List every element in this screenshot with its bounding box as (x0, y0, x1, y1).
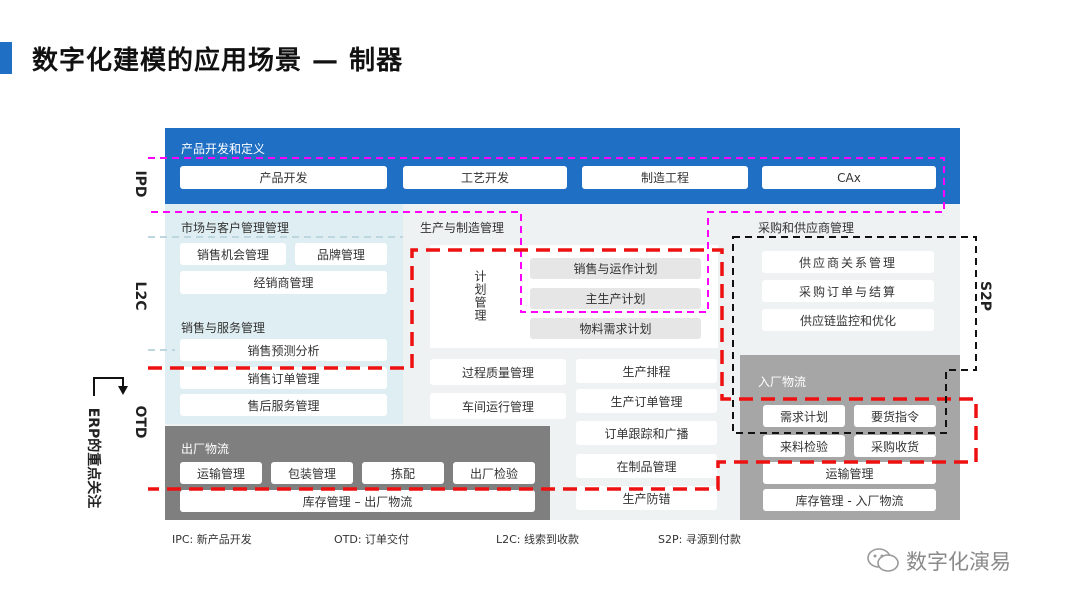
erp-focus-label: ERP的重点关注 (85, 407, 101, 509)
legend-otd: OTD: 订单交付 (334, 533, 410, 546)
title-accent-bar (0, 42, 12, 74)
sales-item-after-service: 售后服务管理 (180, 394, 387, 416)
production-item-quality: 过程质量管理 (430, 359, 566, 385)
sales-item-forecast: 销售预测分析 (180, 339, 387, 361)
purchase-item-po-settlement: 采购订单与结算 (762, 280, 934, 302)
ipd-title: 产品开发和定义 (181, 142, 266, 156)
inbound-item-transport: 运输管理 (763, 462, 936, 484)
inbound-item-demand-plan: 需求计划 (763, 405, 845, 427)
production-item-scheduling: 生产排程 (576, 359, 717, 383)
ipd-item-mfg-eng: 制造工程 (582, 166, 748, 189)
otd-arrow (93, 377, 124, 396)
legend-s2p: S2P: 寻源到付款 (658, 533, 741, 546)
wechat-icon (867, 548, 899, 572)
page-title: 数字化建模的应用场景 — 制器 (32, 46, 404, 76)
outbound-item-transport: 运输管理 (180, 462, 262, 484)
ipd-item-process-dev: 工艺开发 (403, 166, 567, 189)
inbound-item-call-off: 要货指令 (854, 405, 936, 427)
inbound-item-receiving: 采购收货 (854, 435, 936, 457)
l2c-side-label: L2C (132, 281, 148, 311)
ipd-item-cax: CAx (762, 166, 936, 189)
s2p-side-label: S2P (977, 280, 993, 312)
ipd-item-product-dev: 产品开发 (180, 166, 387, 189)
plan-label: 计划管理 (473, 270, 487, 322)
ipd-side-label: IPD (132, 170, 148, 198)
legend-ipc: IPC: 新产品开发 (172, 533, 252, 546)
outbound-item-packaging: 包装管理 (271, 462, 353, 484)
production-title: 生产与制造管理 (420, 221, 505, 235)
market-item-brand: 品牌管理 (295, 243, 387, 265)
otd-side-label: OTD (132, 405, 148, 439)
outbound-item-outgoing-inspection: 出厂检验 (453, 462, 535, 484)
production-item-wip: 在制品管理 (576, 454, 717, 478)
market-item-dealer: 经销商管理 (180, 271, 387, 294)
sales-item-order: 销售订单管理 (180, 367, 387, 389)
purchase-item-scm-monitor: 供应链监控和优化 (762, 309, 934, 331)
inbound-item-incoming-inspection: 来料检验 (763, 435, 845, 457)
production-item-order-tracking: 订单跟踪和广播 (576, 421, 717, 445)
market-panel (165, 204, 403, 424)
plan-item-mps: 主生产计划 (530, 288, 701, 309)
inbound-title: 入厂物流 (758, 375, 807, 389)
outbound-title: 出厂物流 (181, 442, 230, 456)
otd-arrow-head (118, 386, 128, 395)
production-item-workshop: 车间运行管理 (430, 393, 566, 419)
legend-l2c: L2C: 线索到收款 (496, 533, 580, 546)
plan-item-sop: 销售与运作计划 (530, 258, 701, 279)
watermark-text: 数字化演易 (906, 550, 1011, 574)
outbound-item-inventory: 库存管理 – 出厂物流 (180, 490, 535, 512)
market-title: 市场与客户管理管理 (181, 221, 290, 235)
inbound-item-inventory: 库存管理 - 入厂物流 (763, 489, 936, 511)
plan-item-mrp: 物料需求计划 (530, 318, 701, 339)
market-item-sales-opportunity: 销售机会管理 (180, 243, 286, 265)
purchase-item-srm: 供应商关系管理 (762, 251, 934, 273)
production-item-prod-order: 生产订单管理 (576, 389, 717, 413)
production-item-error-proof: 生产防错 (576, 486, 717, 510)
sales-title: 销售与服务管理 (181, 321, 266, 335)
purchase-title: 采购和供应商管理 (758, 221, 855, 235)
outbound-item-picking: 拣配 (362, 462, 444, 484)
